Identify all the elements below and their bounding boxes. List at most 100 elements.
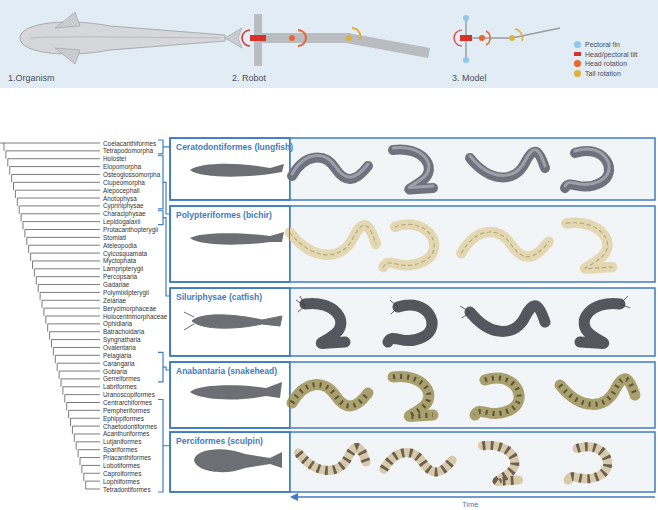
tree-branch bbox=[86, 481, 100, 482]
taxon-label: Ateleopodia bbox=[103, 242, 137, 249]
group-panel-header: Perciformes (sculpin) bbox=[170, 432, 290, 492]
taxon-label: Zeiariae bbox=[103, 297, 126, 304]
tree-branch bbox=[42, 300, 43, 308]
tree-branch bbox=[9, 167, 10, 175]
legend-swatch bbox=[574, 52, 581, 56]
tree-branch bbox=[32, 261, 33, 269]
tree-branch bbox=[43, 308, 44, 316]
catfish-frames bbox=[305, 304, 620, 344]
tree-branch bbox=[59, 371, 100, 372]
taxon-label: Tetradontiformes bbox=[103, 486, 151, 493]
tree-branch bbox=[52, 339, 101, 340]
taxon-label: Clupeomorpha bbox=[103, 179, 145, 186]
tree-branch bbox=[17, 198, 100, 199]
tree-branch bbox=[53, 347, 54, 355]
taxon-label: Syngnatharia bbox=[103, 336, 141, 343]
group-bracket bbox=[158, 400, 170, 493]
tree-branch bbox=[34, 269, 35, 277]
tree-branch bbox=[80, 458, 81, 466]
tree-branch bbox=[84, 473, 100, 474]
taxon-label: Lepidogalaxii bbox=[103, 218, 140, 225]
tree-branch bbox=[72, 426, 73, 434]
tree-branch bbox=[36, 276, 100, 277]
tree-branch bbox=[44, 308, 100, 309]
group-panel-header: Anabantaria (snakehead) bbox=[170, 362, 290, 428]
taxon-label: Ephippiformes bbox=[103, 415, 144, 422]
taxon-label: Anotophysa bbox=[103, 195, 137, 202]
tree-branch bbox=[26, 237, 27, 245]
tree-branch bbox=[14, 182, 101, 183]
group-bracket bbox=[158, 156, 170, 214]
taxon-label: Carangaria bbox=[103, 360, 135, 367]
tree-branch bbox=[51, 340, 52, 348]
taxon-label: Lampripterygii bbox=[103, 265, 143, 272]
tree-branch bbox=[31, 253, 100, 254]
model-schematic bbox=[454, 15, 560, 63]
panel-title: Siluriphysae (catfish) bbox=[171, 289, 289, 302]
panel-step-label: 3. Model bbox=[452, 73, 487, 84]
taxon-label: Stomiati bbox=[103, 234, 126, 241]
tree-branch bbox=[76, 441, 100, 442]
lungfish-shading bbox=[292, 148, 609, 188]
taxon-label: Gobiaria bbox=[103, 368, 127, 375]
group-bracket bbox=[158, 211, 170, 296]
taxon-label: Coelacanthiformes bbox=[103, 140, 156, 147]
tree-branch bbox=[74, 433, 100, 434]
tree-branch bbox=[38, 284, 100, 285]
phylogenetic-tree bbox=[0, 140, 170, 492]
tree-branch bbox=[19, 205, 100, 206]
tree-branch bbox=[33, 260, 101, 261]
tree-branch bbox=[57, 363, 100, 364]
panel-title: Perciformes (sculpin) bbox=[171, 433, 289, 446]
tree-branch bbox=[47, 324, 48, 332]
taxon-label: Spariformes bbox=[103, 446, 137, 453]
taxon-label: Lophiiformes bbox=[103, 478, 140, 485]
tree-branch bbox=[64, 395, 65, 403]
tree-root bbox=[0, 143, 4, 144]
tree-branch bbox=[61, 378, 100, 379]
taxon-label: Myctophata bbox=[103, 257, 136, 264]
fish-top-view bbox=[20, 12, 242, 64]
tree-branch bbox=[76, 442, 77, 450]
tree-branch bbox=[29, 245, 100, 246]
taxon-label: Uranoscopiformes bbox=[103, 391, 155, 398]
tree-branch bbox=[17, 198, 18, 206]
tree-branch bbox=[40, 292, 41, 300]
tree-branch bbox=[24, 230, 25, 238]
taxon-label: Cypriniphysae bbox=[103, 202, 144, 209]
tree-branch bbox=[59, 371, 60, 379]
tree-branch bbox=[12, 174, 100, 175]
tree-branch bbox=[74, 434, 75, 442]
group-bracket bbox=[158, 140, 170, 154]
tree-branch bbox=[45, 316, 46, 324]
tree-branch bbox=[15, 190, 16, 198]
taxon-label: Pempheriformes bbox=[103, 407, 150, 414]
bichir-frames bbox=[290, 223, 613, 269]
tree-branch bbox=[19, 206, 20, 214]
axis-label: Time bbox=[462, 500, 478, 509]
taxon-label: Lobotiformes bbox=[103, 462, 140, 469]
tree-branch bbox=[21, 213, 100, 214]
legend-text: Head/pectoral tilt bbox=[585, 50, 638, 59]
tree-branch bbox=[81, 465, 82, 473]
panel-step-label: 2. Robot bbox=[232, 73, 266, 84]
taxon-label: Centrarchiformes bbox=[103, 399, 152, 406]
tree-branch bbox=[10, 166, 100, 167]
tree-branch bbox=[28, 245, 29, 253]
tree-branch bbox=[25, 229, 100, 230]
tree-branch bbox=[23, 221, 100, 222]
sculpin-stripes bbox=[299, 445, 608, 481]
tree-branch bbox=[65, 394, 100, 395]
taxon-label: Elopomorpha bbox=[103, 163, 141, 170]
snakehead-spots bbox=[292, 377, 635, 417]
taxon-label: Gerreiformes bbox=[103, 375, 140, 382]
silhouettes bbox=[184, 164, 284, 472]
tree-branch bbox=[4, 143, 100, 144]
tree-branch bbox=[68, 410, 69, 418]
tree-branch bbox=[4, 143, 5, 151]
taxon-label: Cylcosquamata bbox=[103, 250, 147, 257]
tree-branch bbox=[83, 473, 84, 481]
taxon-label: Percopsaria bbox=[103, 273, 137, 280]
tree-branch bbox=[70, 418, 71, 426]
taxon-label: Holostei bbox=[103, 155, 126, 162]
